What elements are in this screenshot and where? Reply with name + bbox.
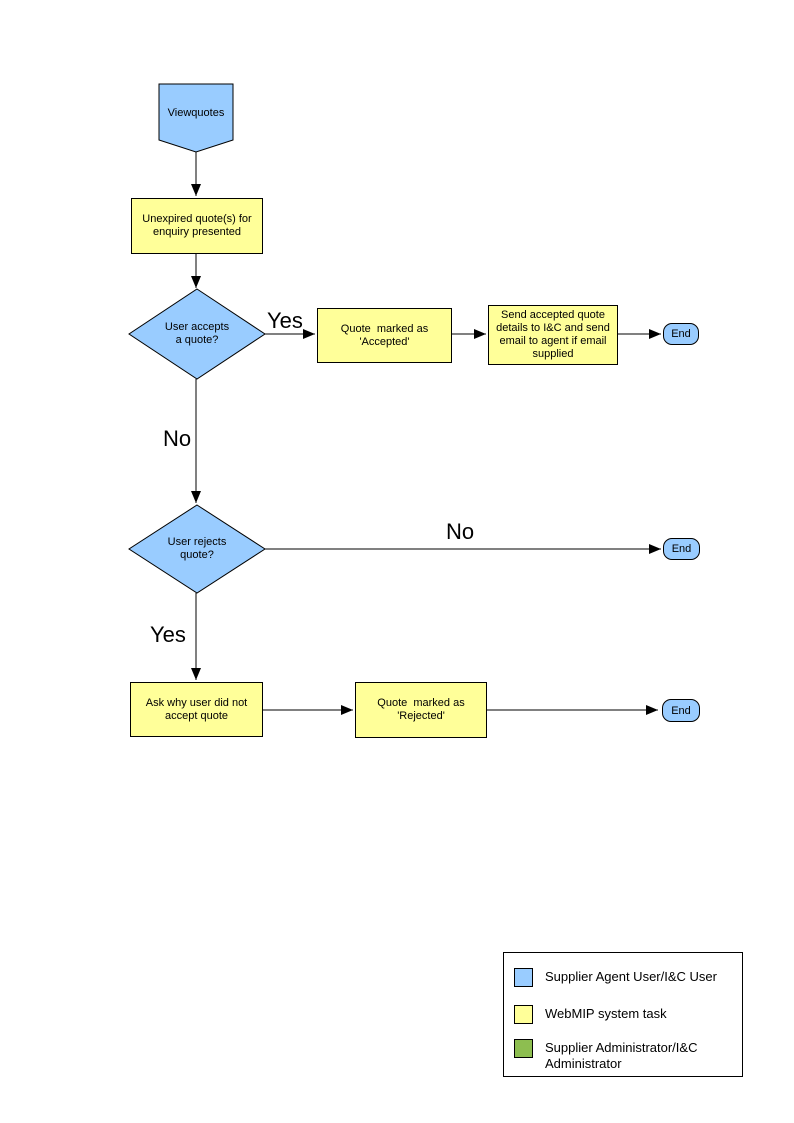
accepts-decision-label: User accepts a quote? xyxy=(164,321,230,346)
end-node-rejected: End xyxy=(662,699,700,722)
edge-label-rejects-yes: Yes xyxy=(150,622,186,647)
legend-swatch-user-blue xyxy=(514,968,533,987)
legend-swatch-task-yellow xyxy=(514,1005,533,1024)
rejects-decision-shape xyxy=(128,504,266,594)
legend-label-system-task: WebMIP system task xyxy=(545,1006,667,1021)
task-marked-accepted: Quote marked as 'Accepted' xyxy=(317,308,452,363)
legend-item-system-task: WebMIP system task xyxy=(514,1005,667,1024)
end-node-accepted: End xyxy=(663,323,699,345)
start-node-label: Viewquotes xyxy=(167,106,225,119)
legend-item-user: Supplier Agent User/I&C User xyxy=(514,968,717,987)
edge-label-accepts-yes: Yes xyxy=(267,308,303,333)
start-shape xyxy=(158,83,234,153)
task-ask-why: Ask why user did not accept quote xyxy=(130,682,263,737)
legend-label-user: Supplier Agent User/I&C User xyxy=(545,969,717,984)
task-marked-rejected: Quote marked as 'Rejected' xyxy=(355,682,487,738)
task-quotes-presented: Unexpired quote(s) for enquiry presented xyxy=(131,198,263,254)
legend-item-administrator: Supplier Administrator/I&C Administrator xyxy=(514,1039,697,1072)
accepts-decision-shape xyxy=(128,288,266,380)
task-send-details: Send accepted quote details to I&C and s… xyxy=(488,305,618,365)
edge-label-accepts-no: No xyxy=(163,426,192,451)
legend-label-administrator: Supplier Administrator/I&C Administrator xyxy=(545,1040,698,1071)
rejects-decision-label: User rejects quote? xyxy=(167,536,227,561)
legend-box: Supplier Agent User/I&C User WebMIP syst… xyxy=(503,952,743,1077)
legend-swatch-admin-green xyxy=(514,1039,533,1058)
end-node-not-rejected: End xyxy=(663,538,700,560)
edge-label-rejects-no: No xyxy=(446,519,475,544)
